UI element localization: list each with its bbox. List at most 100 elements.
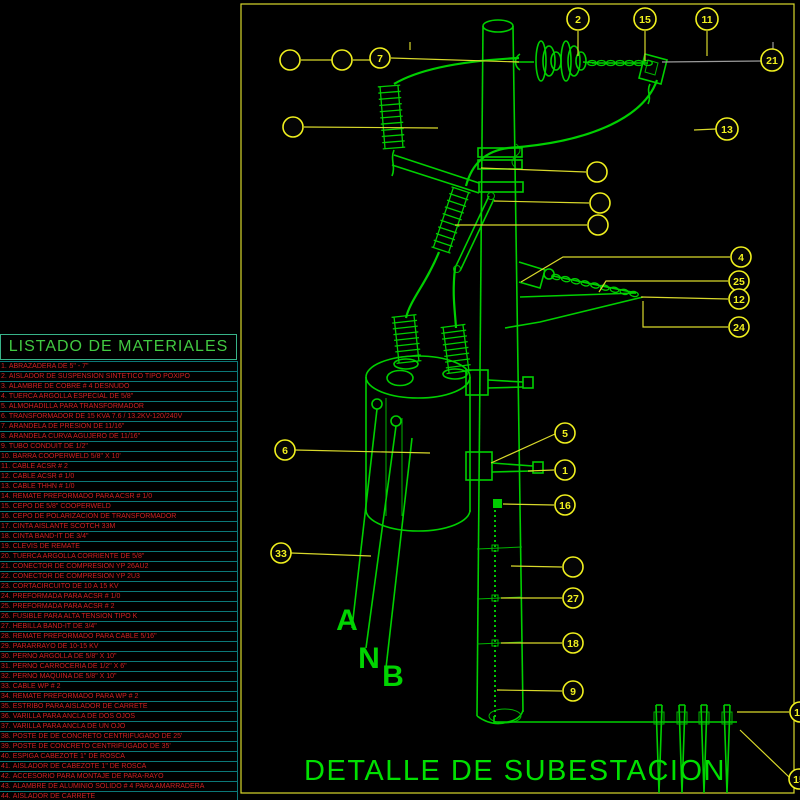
svg-text:15: 15 xyxy=(793,774,800,786)
materials-row: 16.CEPO DE POLARIZACION DE TRANSFORMADOR xyxy=(0,512,237,522)
materials-row: 42.ACCESORIO PARA MONTAJE DE PARA-RAYO xyxy=(0,772,237,782)
balloon-24: 24 xyxy=(728,316,750,338)
ribbed-components xyxy=(377,84,472,375)
balloon-5: 5 xyxy=(554,422,576,444)
materials-row: 17.CINTA AISLANTE SCOTCH 33M xyxy=(0,522,237,532)
balloon-empty xyxy=(562,556,584,578)
materials-list-rows: 1.ABRAZADERA DE 5" - 7"2.AISLADOR DE SUS… xyxy=(0,361,238,800)
phase-label-b: B xyxy=(382,660,404,693)
balloon-empty xyxy=(586,161,608,183)
secondary-conductors xyxy=(351,408,413,669)
materials-row: 4.TUERCA ARGOLLA ESPECIAL DE 5/8" xyxy=(0,392,237,402)
materials-row: 34.REMATE PREFORMADO PARA WP # 2 xyxy=(0,692,237,702)
balloon-4: 4 xyxy=(730,246,752,268)
balloon-12: 12 xyxy=(728,288,750,310)
balloon-10: 10 xyxy=(789,701,800,723)
balloon-empty xyxy=(331,49,353,71)
svg-text:25: 25 xyxy=(733,276,745,288)
balloon-empty xyxy=(279,49,301,71)
materials-row: 31.PERNO CARROCERIA DE 1/2" X 6" xyxy=(0,662,237,672)
materials-row: 10.BARRA COOPERWELD 5/8" X 10' xyxy=(0,452,237,462)
materials-row: 39.POSTE DE CONCRETO CENTRIFUGADO DE 35' xyxy=(0,742,237,752)
materials-row: 23.CORTACIRCUITO DE 10 A 15 KV xyxy=(0,582,237,592)
leader-lines xyxy=(290,31,790,778)
svg-text:16: 16 xyxy=(559,500,571,512)
svg-text:5: 5 xyxy=(562,428,568,440)
balloon-empty xyxy=(589,192,611,214)
pole-brackets xyxy=(465,369,544,481)
svg-text:15: 15 xyxy=(639,14,651,26)
balloon-11: 11 xyxy=(695,7,719,31)
balloon-6: 6 xyxy=(274,439,296,461)
svg-text:27: 27 xyxy=(567,593,579,605)
materials-row: 44.AISLADOR DE CARRETE xyxy=(0,792,237,800)
materials-row: 2.AISLADOR DE SUSPENSION SINTETICO TIPO … xyxy=(0,372,237,382)
svg-text:21: 21 xyxy=(766,55,778,67)
svg-text:33: 33 xyxy=(275,548,287,560)
fuse-cutout xyxy=(453,192,495,273)
svg-text:24: 24 xyxy=(733,322,745,334)
svg-text:18: 18 xyxy=(567,638,579,650)
balloon-1: 1 xyxy=(554,459,576,481)
drawing-border xyxy=(240,3,795,794)
materials-list-panel: LISTADO DE MATERIALES 1.ABRAZADERA DE 5"… xyxy=(0,334,238,800)
materials-row: 15.CEPO DE 5/8" COOPERWELD xyxy=(0,502,237,512)
materials-row: 6.TRANSFORMADOR DE 15 KVA 7.6 / 13.2KV-1… xyxy=(0,412,237,422)
balloon-33: 33 xyxy=(270,542,292,564)
svg-text:7: 7 xyxy=(377,53,383,65)
materials-row: 8.ARANDELA CURVA AGUJERO DE 11/16" xyxy=(0,432,237,442)
conductors xyxy=(393,56,659,329)
balloon-25: 25 xyxy=(728,270,750,292)
cable-thhn xyxy=(464,79,659,187)
materials-row: 11.CABLE ACSR # 2 xyxy=(0,462,237,472)
phase-label-n: N xyxy=(358,642,380,675)
materials-row: 38.POSTE DE DE CONCRETO CENTRIFUGADO DE … xyxy=(0,732,237,742)
balloon-9: 9 xyxy=(562,680,584,702)
svg-text:9: 9 xyxy=(570,686,576,698)
materials-row: 33.CABLE WP # 2 xyxy=(0,682,237,692)
materials-row: 28.REMATE PREFORMADO PARA CABLE 5/16" xyxy=(0,632,237,642)
lightning-arrester xyxy=(391,149,480,194)
materials-row: 18.CINTA BAND-IT DE 3/4" xyxy=(0,532,237,542)
balloon-21: 21 xyxy=(760,48,784,72)
ground-rods xyxy=(653,704,733,794)
materials-row: 37.VARILLA PARA ANCLA DE UN OJO xyxy=(0,722,237,732)
svg-text:10: 10 xyxy=(794,707,800,719)
balloon-27: 27 xyxy=(562,587,584,609)
balloon-16: 16 xyxy=(554,494,576,516)
materials-row: 40.ESPIGA CABEZOTE 1" DE ROSCA xyxy=(0,752,237,762)
materials-row: 24.PREFORMADA PARA ACSR # 1/0 xyxy=(0,592,237,602)
phase-label-a: A xyxy=(336,604,358,637)
materials-row: 3.ALAMBRE DE COBRE # 4 DESNUDO xyxy=(0,382,237,392)
pole xyxy=(476,19,524,725)
preformed-ties xyxy=(551,59,653,298)
svg-text:4: 4 xyxy=(738,252,744,264)
materials-row: 29.PARARRAYO DE 10-15 KV xyxy=(0,642,237,652)
balloon-15: 15 xyxy=(633,7,657,31)
materials-row: 27.HEBILLA BAND-IT DE 3/4" xyxy=(0,622,237,632)
svg-text:11: 11 xyxy=(701,14,712,26)
materials-row: 19.CLEVIS DE REMATE xyxy=(0,542,237,552)
materials-row: 30.PERNO ARGOLLA DE 5/8" X 10" xyxy=(0,652,237,662)
svg-text:13: 13 xyxy=(721,124,733,136)
svg-text:2: 2 xyxy=(575,14,581,26)
materials-row: 20.TUERCA ARGOLLA CORRIENTE DE 5/8" xyxy=(0,552,237,562)
materials-row: 1.ABRAZADERA DE 5" - 7" xyxy=(0,362,237,372)
balloon-13: 13 xyxy=(715,117,739,141)
balloon-18: 18 xyxy=(562,632,584,654)
balloon-empty xyxy=(282,116,304,138)
ground-grid xyxy=(493,704,737,794)
materials-row: 5.ALMOHADILLA PARA TRANSFORMADOR xyxy=(0,402,237,412)
balloon-15: 15 xyxy=(788,768,800,790)
materials-row: 21.CONECTOR DE COMPRESION YP 26AU2 xyxy=(0,562,237,572)
balloon-2: 2 xyxy=(566,7,590,31)
materials-row: 41.AISLADOR DE CABEZOTE 1" DE ROSCA xyxy=(0,762,237,772)
materials-row: 7.ARANDELA DE PRESION DE 11/16" xyxy=(0,422,237,432)
materials-row: 14.REMATE PREFORMADO PARA ACSR # 1/0 xyxy=(0,492,237,502)
materials-row: 9.TUBO CONDUIT DE 1/2" xyxy=(0,442,237,452)
gray-leaders xyxy=(661,42,774,63)
materials-row: 12.CABLE ACSR # 1/0 xyxy=(0,472,237,482)
